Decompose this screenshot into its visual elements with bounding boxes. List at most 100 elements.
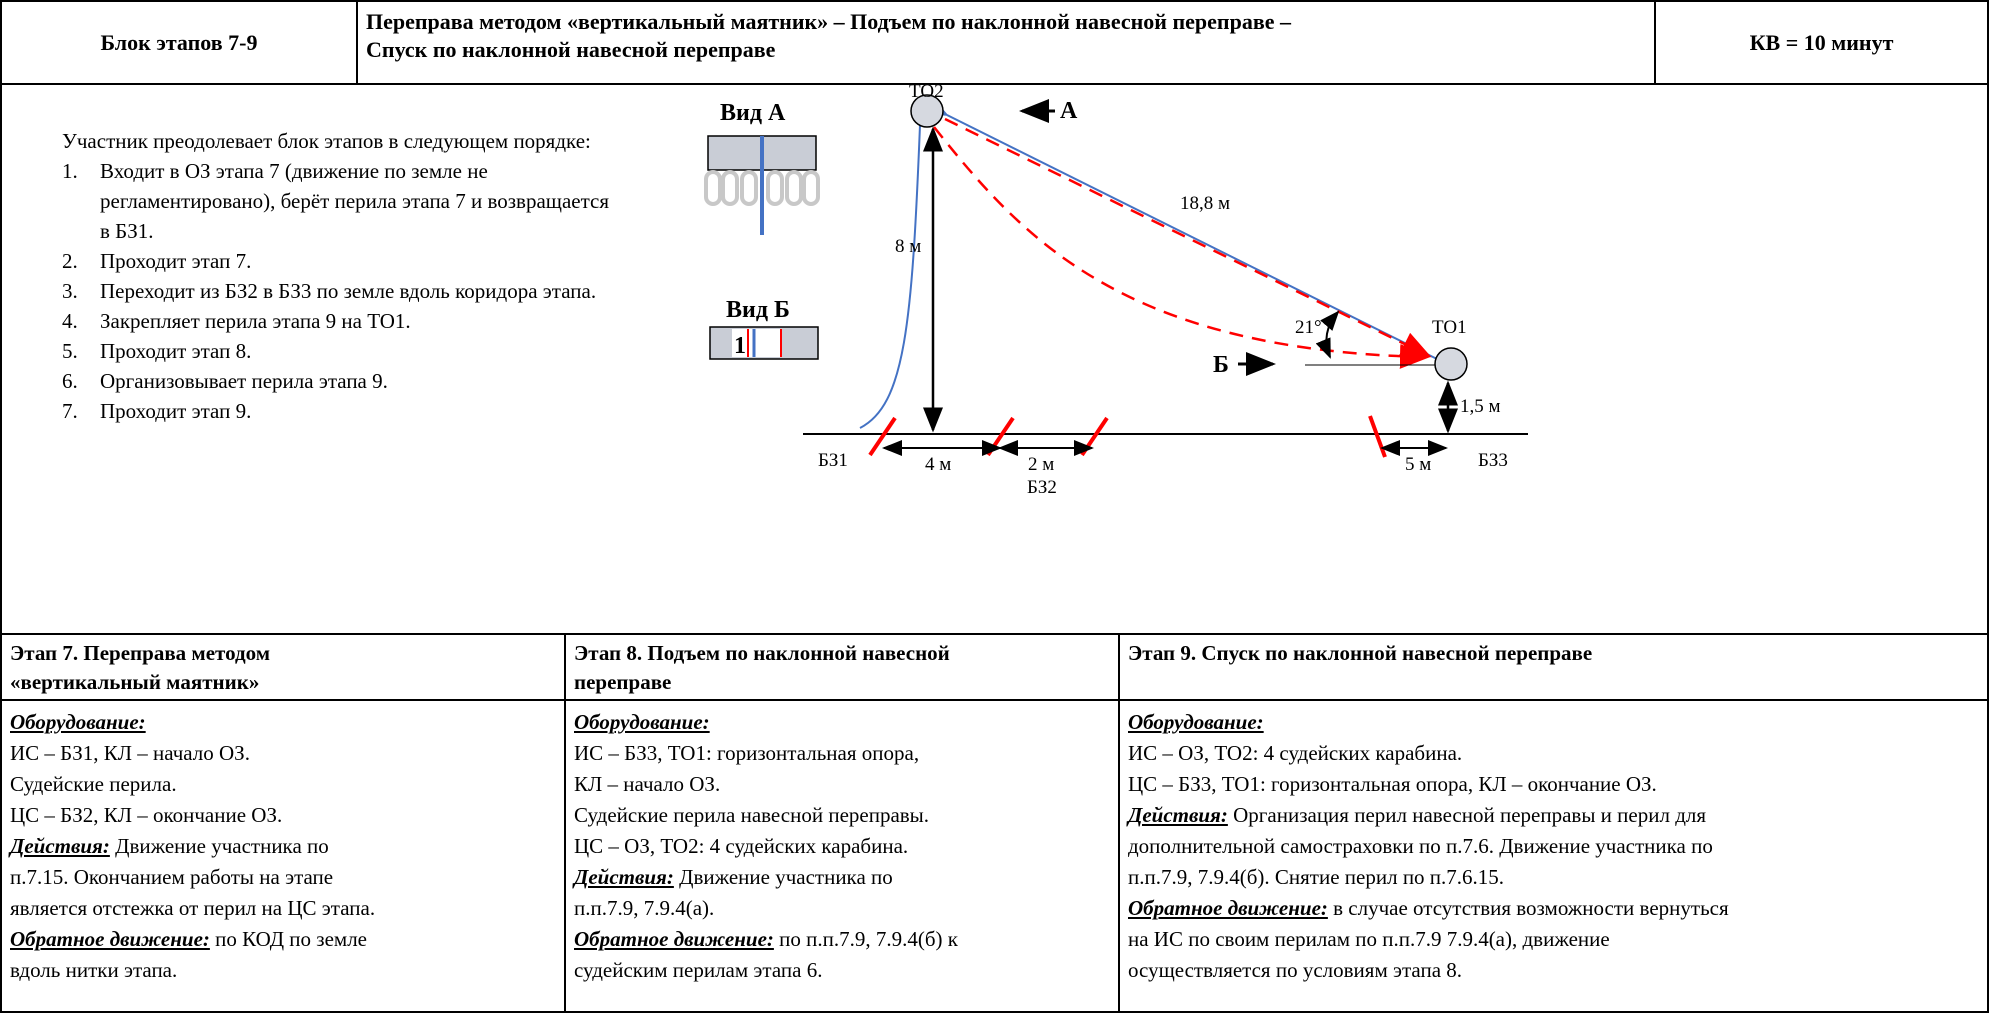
step-number: 5.: [62, 339, 78, 363]
equipment-label: Оборудование:: [1128, 710, 1264, 734]
header-title-line1: Переправа методом «вертикальный маятник»…: [366, 9, 1291, 34]
sag-path: [933, 126, 1430, 369]
bz3-label: БЗ3: [1478, 450, 1508, 471]
stage-9-column: Этап 9. Спуск по наклонной навесной пере…: [1118, 633, 1989, 1013]
block-title-text: Блок этапов 7-9: [100, 29, 258, 55]
back-movement-text: по КОД по земле: [209, 927, 368, 951]
actions-label: Действия:: [10, 834, 110, 858]
equipment-line: Судейские перила.: [10, 772, 177, 796]
equipment-line: Судейские перила навесной переправы.: [574, 803, 930, 827]
step-text: Переходит из БЗ2 в БЗ3 по земле вдоль ко…: [100, 279, 597, 303]
pendulum-rope: [859, 124, 921, 429]
view-a-arrow-label: А: [1060, 98, 1078, 124]
angle-arc: [1315, 310, 1340, 359]
stage-9-title: Этап 9. Спуск по наклонной навесной пере…: [1120, 635, 1987, 701]
bz2-label: БЗ2: [1027, 477, 1057, 498]
bz1-label: БЗ1: [818, 450, 848, 471]
step-text: в БЗ1.: [100, 219, 154, 243]
back-movement-line: судейским перилам этапа 6.: [574, 958, 823, 982]
equipment-label: Оборудование:: [574, 710, 710, 734]
equipment-line: ЦС – БЗ3, ТО1: горизонтальная опора, КЛ …: [1128, 772, 1657, 796]
stage-title-line: Этап 7. Переправа методом: [10, 641, 270, 665]
height-to1-label: 1,5 м: [1460, 396, 1501, 417]
step-item: 6. Организовывает перила этапа 9.: [62, 366, 842, 396]
back-movement-label: Обратное движение:: [10, 927, 210, 951]
time-limit: КВ = 10 минут: [1654, 0, 1989, 85]
stage-7-column: Этап 7. Переправа методом «вертикальный …: [0, 633, 566, 1013]
zone-boundary-marker: [1080, 416, 1109, 457]
view-b-number: 1: [734, 333, 746, 359]
zone-boundary-marker: [868, 416, 897, 457]
angle-label: 21°: [1295, 317, 1322, 338]
step-item: 7. Проходит этап 9.: [62, 396, 842, 426]
equipment-line: ИС – ОЗ, ТО2: 4 судейских карабина.: [1128, 741, 1463, 765]
step-text: регламентировано), берёт перила этапа 7 …: [100, 189, 610, 213]
back-movement-text: в случае отсутствия возможности вернутьс…: [1327, 896, 1729, 920]
back-movement-label: Обратное движение:: [1128, 896, 1328, 920]
distance-2m-label: 2 м: [1028, 454, 1054, 475]
view-a-illustration: [704, 135, 820, 235]
back-movement-label: Обратное движение:: [574, 927, 774, 951]
step-text: Организовывает перила этапа 9.: [100, 369, 388, 393]
header-title-line2: Спуск по наклонной навесной переправе: [366, 37, 776, 62]
stage-7-body: Оборудование: ИС – БЗ1, КЛ – начало ОЗ. …: [2, 701, 564, 986]
equipment-line: ИС – БЗ1, КЛ – начало ОЗ.: [10, 741, 250, 765]
distance-4m-label: 4 м: [925, 454, 951, 475]
stage-8-title: Этап 8. Подъем по наклонной навесной пер…: [566, 635, 1118, 701]
traverse-rope: [922, 96, 1438, 360]
actions-label: Действия:: [1128, 803, 1228, 827]
stage-title-line: Этап 8. Подъем по наклонной навесной: [574, 641, 950, 665]
back-movement-line: осуществляется по условиям этапа 8.: [1128, 958, 1463, 982]
stage-8-column: Этап 8. Подъем по наклонной навесной пер…: [564, 633, 1120, 1013]
descent-path: [944, 117, 1432, 358]
view-b-label: Вид Б: [726, 297, 790, 323]
actions-line: п.п.7.9, 7.9.4(а).: [574, 896, 715, 920]
equipment-label: Оборудование:: [10, 710, 146, 734]
actions-text: Организация перил навесной переправы и п…: [1227, 803, 1707, 827]
distance-5m-label: 5 м: [1405, 454, 1431, 475]
stage-title-line: переправе: [574, 670, 672, 694]
zone-boundary-marker: [1368, 415, 1387, 458]
step-number: 6.: [62, 369, 78, 393]
actions-label: Действия:: [574, 865, 674, 889]
equipment-line: ЦС – БЗ2, КЛ – окончание ОЗ.: [10, 803, 283, 827]
step-item: 3. Переходит из БЗ2 в БЗ3 по земле вдоль…: [62, 276, 842, 306]
view-a-label: Вид А: [720, 100, 786, 126]
step-text: Проходит этап 8.: [100, 339, 252, 363]
time-limit-text: КВ = 10 минут: [1749, 29, 1894, 55]
step-number: 7.: [62, 399, 78, 423]
to1-label: ТО1: [1432, 317, 1467, 338]
step-number: 3.: [62, 279, 78, 303]
step-number: 2.: [62, 249, 78, 273]
stage-title-line: Этап 9. Спуск по наклонной навесной пере…: [1128, 641, 1593, 665]
steps-list: 1. Входит в ОЗ этапа 7 (движение по земл…: [62, 156, 842, 426]
stage-9-body: Оборудование: ИС – ОЗ, ТО2: 4 судейских …: [1120, 701, 1987, 986]
rope-length-label: 18,8 м: [1180, 193, 1230, 214]
equipment-line: ИС – БЗ3, ТО1: горизонтальная опора,: [574, 741, 920, 765]
step-text: Проходит этап 7.: [100, 249, 252, 273]
height-to2-label: 8 м: [895, 236, 921, 257]
back-movement-line: на ИС по своим перилам по п.п.7.9 7.9.4(…: [1128, 927, 1610, 951]
back-movement-line: вдоль нитки этапа.: [10, 958, 178, 982]
actions-line: дополнительной самостраховки по п.7.6. Д…: [1128, 834, 1713, 858]
to2-label: ТО2: [909, 85, 944, 102]
actions-line: является отстежка от перил на ЦС этапа.: [10, 896, 376, 920]
actions-text: Движение участника по: [109, 834, 329, 858]
back-movement-text: по п.п.7.9, 7.9.4(б) к: [773, 927, 958, 951]
step-item: 4. Закрепляет перила этапа 9 на ТО1.: [62, 306, 842, 336]
crossing-diagram: Вид А Вид Б 1: [704, 85, 1528, 498]
step-item: 2. Проходит этап 7.: [62, 246, 842, 276]
actions-text: Движение участника по: [673, 865, 893, 889]
intro-lead: Участник преодолевает блок этапов в след…: [62, 129, 591, 153]
actions-line: п.7.15. Окончанием работы на этапе: [10, 865, 334, 889]
to1-node: [1434, 347, 1468, 381]
equipment-line: КЛ – начало ОЗ.: [574, 772, 721, 796]
block-header-title: Переправа методом «вертикальный маятник»…: [356, 0, 1656, 85]
stage-title-line: «вертикальный маятник»: [10, 670, 260, 694]
view-b-arrow-label: Б: [1213, 352, 1229, 378]
step-number: 4.: [62, 309, 78, 333]
step-number: 1.: [62, 159, 78, 183]
stage-8-body: Оборудование: ИС – БЗ3, ТО1: горизонталь…: [566, 701, 1118, 986]
block-title: Блок этапов 7-9: [0, 0, 358, 85]
to2-node: [910, 94, 944, 128]
